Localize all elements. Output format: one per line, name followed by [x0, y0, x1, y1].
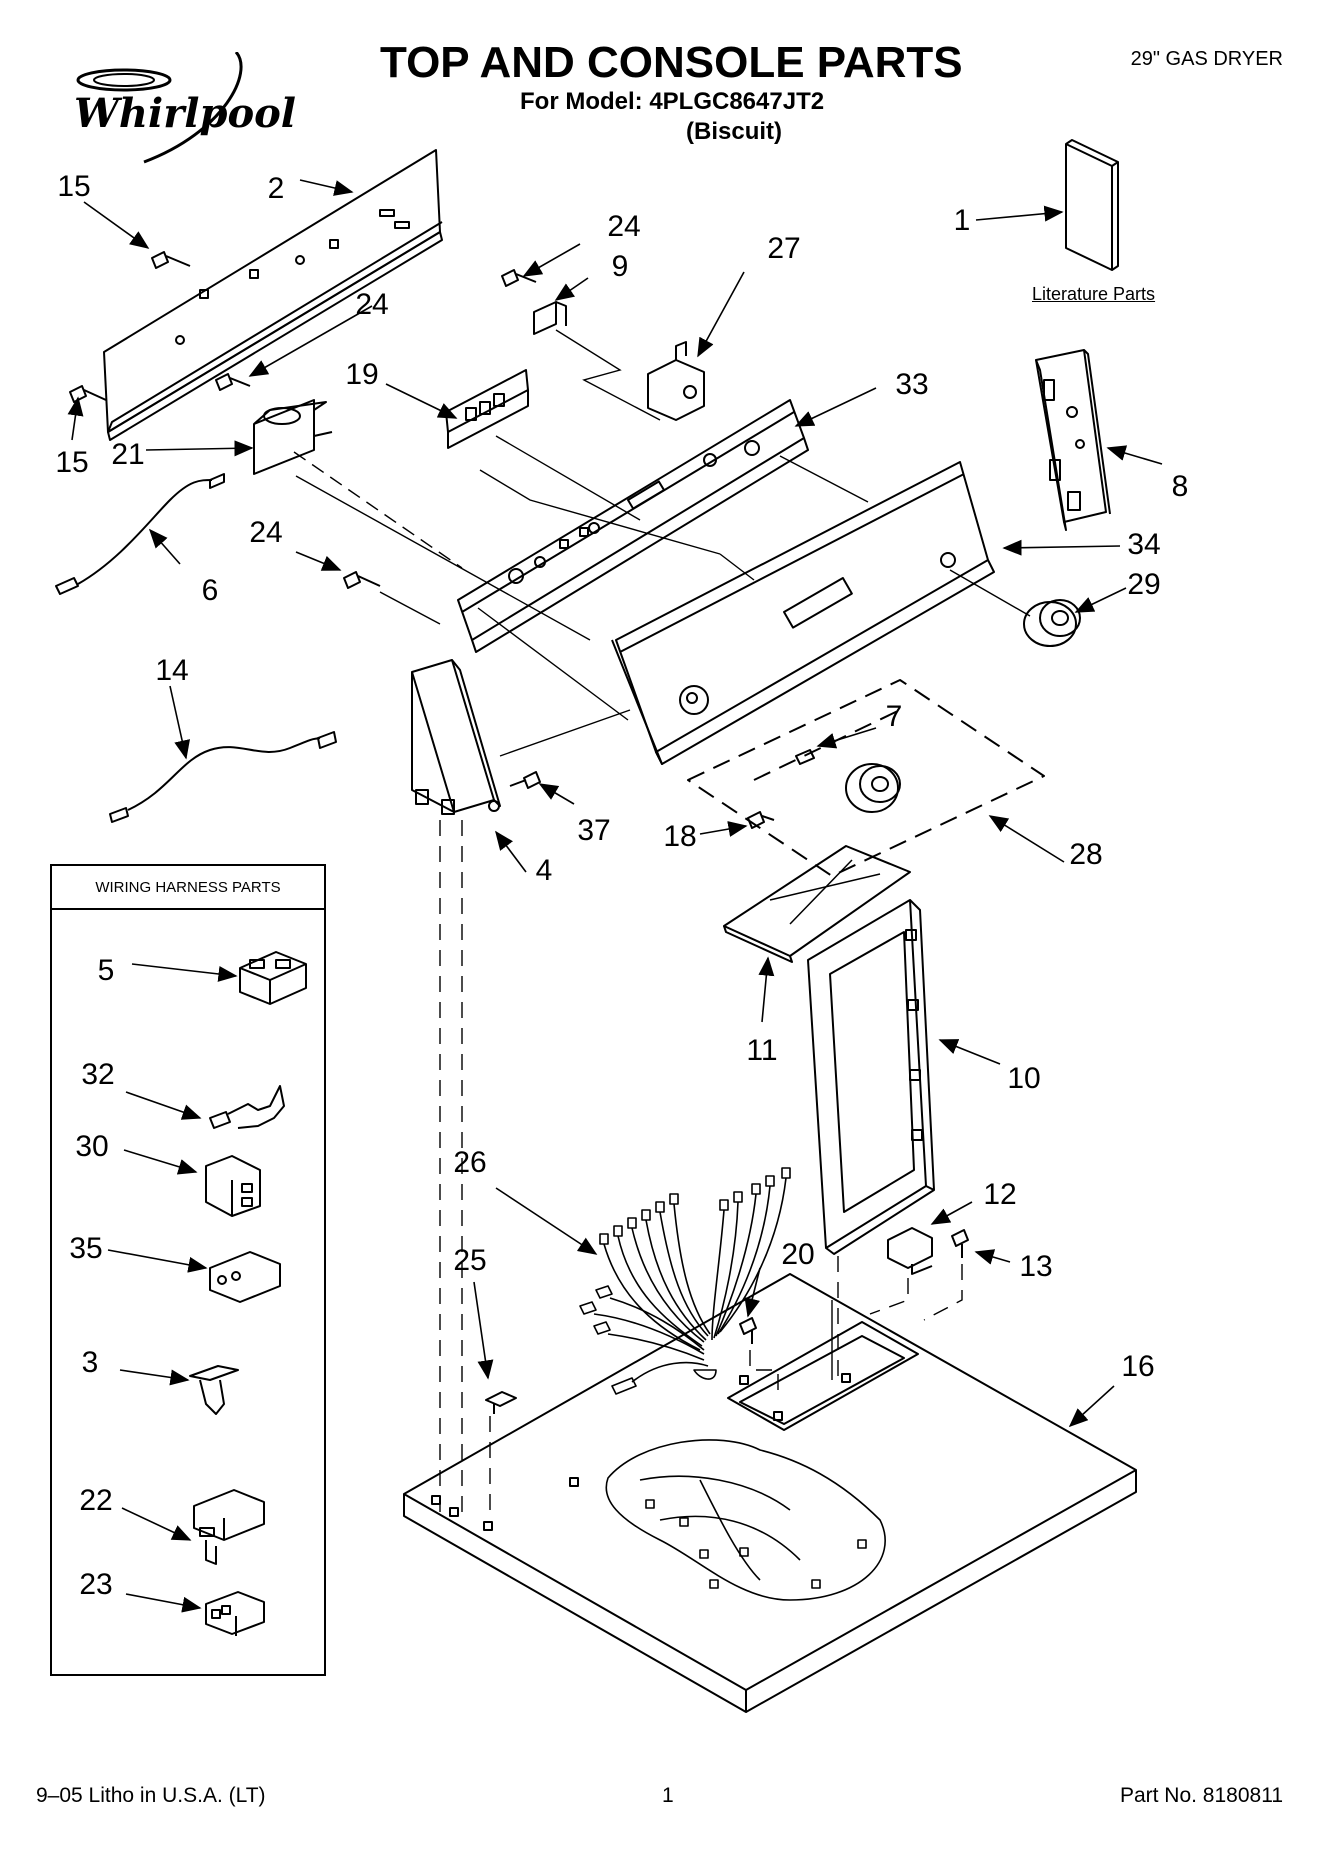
part-2-back-plate: [103, 149, 443, 441]
model-number: For Model: 4PLGC8647JT2: [520, 88, 825, 115]
part-3-clip: [189, 1365, 239, 1415]
part-19-board: [445, 369, 529, 449]
part-30-connector: [205, 1155, 261, 1217]
callout-37: 37: [577, 814, 610, 847]
callout-21: 21: [111, 438, 144, 471]
part-24-screw-b: [215, 373, 251, 391]
callout-8: 8: [1172, 470, 1189, 503]
part-7-clip: [795, 749, 815, 765]
callout-23: 23: [79, 1568, 112, 1601]
callout-12: 12: [983, 1178, 1016, 1211]
part-28-knob-assembly: [687, 679, 1045, 877]
part-8-end-cap-right: [1035, 349, 1111, 531]
callout-20: 20: [781, 1238, 814, 1271]
callout-28: 28: [1069, 838, 1102, 871]
part-24-screw-c: [343, 571, 381, 589]
callout-24b: 24: [355, 288, 388, 321]
callout-13: 13: [1019, 1250, 1052, 1283]
callout-arrows: [67, 179, 1163, 1613]
callout-11: 11: [746, 1034, 777, 1067]
callout-22: 22: [79, 1484, 112, 1517]
callout-15a: 15: [57, 170, 90, 203]
part-27-switch: [647, 341, 705, 421]
callout-24c: 24: [249, 516, 282, 549]
callout-29: 29: [1127, 568, 1160, 601]
part-1-literature: [1065, 139, 1119, 271]
part-9-clip: [533, 301, 567, 335]
part-13-screw: [951, 1229, 969, 1258]
product-type: 29" GAS DRYER: [1130, 48, 1283, 70]
callout-7: 7: [886, 700, 903, 733]
wiring-harness-box-title: WIRING HARNESS PARTS: [52, 866, 324, 910]
part-12-bracket: [887, 1227, 933, 1275]
whirlpool-logo: Whirlpool: [54, 50, 296, 176]
callout-9: 9: [612, 250, 629, 283]
callout-10: 10: [1007, 1062, 1040, 1095]
part-33-console-frame: [457, 399, 809, 653]
page-title: TOP AND CONSOLE PARTS: [380, 38, 963, 87]
part-25-clip: [485, 1391, 517, 1414]
callout-25: 25: [453, 1244, 486, 1277]
callout-16: 16: [1121, 1350, 1154, 1383]
callout-15b: 15: [55, 446, 88, 479]
callout-6: 6: [202, 574, 219, 607]
callout-3: 3: [82, 1346, 99, 1379]
callout-24a: 24: [607, 210, 640, 243]
callout-14: 14: [155, 654, 188, 687]
part-4-end-cap-left: [411, 659, 501, 815]
part-5-connector: [239, 951, 307, 1005]
part-18-screw: [747, 811, 775, 829]
footer-page-number: 1: [662, 1784, 674, 1807]
literature-parts-label: Literature Parts: [1032, 284, 1156, 304]
part-6-wire: [55, 473, 225, 595]
part-16-top-panel: [403, 1273, 1137, 1713]
part-37-screw: [509, 771, 541, 789]
callout-34: 34: [1127, 528, 1160, 561]
part-26-wiring-harness: [579, 1167, 886, 1601]
callout-1: 1: [954, 204, 971, 237]
callout-19: 19: [345, 358, 378, 391]
part-35-connector: [209, 1251, 281, 1303]
part-32-terminal: [209, 1085, 285, 1129]
callout-27: 27: [767, 232, 800, 265]
part-21-timer: [253, 399, 333, 475]
callout-5: 5: [98, 954, 115, 987]
callout-30: 30: [75, 1130, 108, 1163]
part-14-wire: [109, 731, 337, 823]
part-34-control-panel: [611, 461, 995, 765]
part-10-lint-duct: [807, 899, 935, 1255]
callout-32: 32: [81, 1058, 114, 1091]
model-color: (Biscuit): [686, 118, 782, 145]
part-11-lint-cover: [723, 845, 911, 963]
part-15-screw-bottom: [69, 385, 107, 403]
part-20-screw: [739, 1317, 757, 1344]
callout-33: 33: [895, 368, 928, 401]
logo-swirl-icon: [76, 50, 243, 164]
callout-35: 35: [69, 1232, 102, 1265]
part-22-connector: [193, 1489, 265, 1565]
callout-labels: 1 2 15 15 24 9 27 24 19 33 21 8 24 34 6 …: [55, 170, 1188, 1601]
footer-litho: 9–05 Litho in U.S.A. (LT): [36, 1784, 266, 1807]
logo-wordmark: Whirlpool: [74, 90, 296, 137]
assembly-guide-lines: [293, 329, 1031, 1520]
part-15-screw-top: [151, 251, 191, 269]
part-24-screw-a: [501, 269, 537, 287]
footer-part-number: Part No. 8180811: [1119, 1784, 1283, 1807]
callout-2: 2: [268, 172, 285, 205]
part-29-knob: [1023, 599, 1081, 647]
callout-26: 26: [453, 1146, 486, 1179]
callout-4: 4: [536, 854, 553, 887]
part-23-connector: [205, 1591, 265, 1636]
wiring-harness-parts-box: WIRING HARNESS PARTS: [50, 864, 326, 1676]
callout-18: 18: [663, 820, 696, 853]
